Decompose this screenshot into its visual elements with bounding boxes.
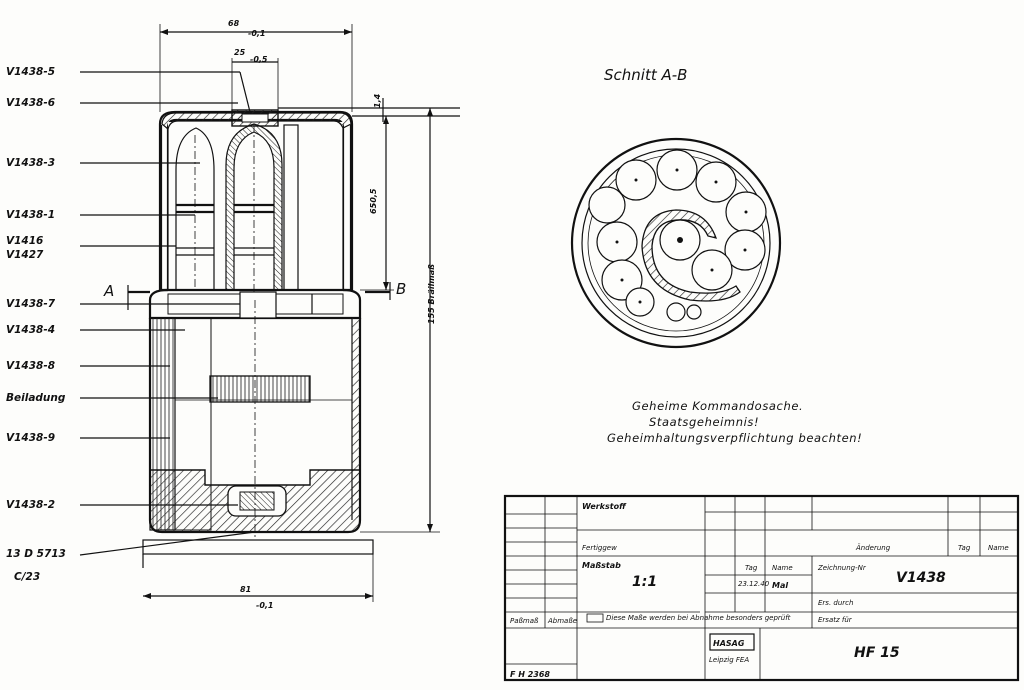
dimension-lines <box>127 24 460 602</box>
central-rod <box>283 124 299 291</box>
label-v1438-8: V1438-8 <box>6 360 55 372</box>
tb-ers-durch: Ers. durch <box>818 599 853 607</box>
projectile-left <box>175 127 215 290</box>
label-v1438-2: V1438-2 <box>6 499 55 511</box>
dim-top-width: 68 <box>228 19 240 28</box>
note-line-3: Geheimhaltungsverpflichtung beachten! <box>607 431 862 445</box>
tb-date: 23.12.40 <box>738 580 770 588</box>
label-v1438-9: V1438-9 <box>6 432 55 444</box>
dim-inner-width: 25 <box>234 48 246 57</box>
tb-fertiggew: Fertiggew <box>582 544 617 552</box>
tb-passmass: Paßmaß <box>510 617 539 625</box>
dim-bottom-width: 81 <box>240 585 251 594</box>
tb-col-name: Name <box>988 544 1009 552</box>
label-v1438-6: V1438-6 <box>6 97 55 109</box>
tb-werkstoff: Werkstoff <box>582 502 627 511</box>
label-13d-5713: 13 D 5713 <box>6 548 66 560</box>
dim-total-height: 155 Bräilmaß <box>427 264 436 324</box>
dim-bottom-tol: -0,1 <box>256 601 274 610</box>
dim-height-65: 65 <box>369 202 378 214</box>
cross-section-view <box>79 24 460 602</box>
section-mark-b: B <box>396 280 406 298</box>
tb-massstab-value: 1:1 <box>632 574 657 590</box>
tb-abmasse: Abmaße <box>547 617 577 625</box>
company-logo-frame <box>709 633 755 651</box>
beiladung-charge <box>209 375 311 403</box>
tb-zeichnung-label: Zeichnung-Nr <box>817 564 867 572</box>
title-block <box>503 494 1020 682</box>
note-line-1: Geheime Kommandosache. <box>632 399 803 413</box>
note-line-2: Staatsgeheimnis! <box>649 415 759 429</box>
dim-height-65-tol: -0,5 <box>369 188 378 206</box>
label-beiladung: Beiladung <box>6 392 66 404</box>
label-v1427: V1427 <box>6 249 44 261</box>
tb-tag: Tag <box>745 564 758 572</box>
tb-name: Name <box>772 564 793 572</box>
label-v1438-4: V1438-4 <box>6 324 55 336</box>
dim-inner-tol: -0,5 <box>250 55 268 64</box>
tb-ersatz-fuer: Ersatz für <box>818 616 853 624</box>
section-a-b-view <box>570 137 782 349</box>
label-v1438-3: V1438-3 <box>6 157 55 169</box>
label-c23: C/23 <box>14 571 40 583</box>
tb-product: HF 15 <box>854 645 900 661</box>
section-mark-a: A <box>103 282 114 300</box>
tb-company-sub: Leipzig FEA <box>709 656 749 664</box>
projectile-center <box>225 123 283 300</box>
label-v1438-1: V1438-1 <box>6 209 55 221</box>
tb-aenderung: Änderung <box>855 543 891 552</box>
tb-company: HASAG <box>713 639 745 648</box>
lower-shell <box>148 300 362 540</box>
tb-note-small: Diese Maße werden bei Abnahme besonders … <box>606 614 791 622</box>
dim-top-tol: -0,1 <box>248 29 266 38</box>
tb-signature: Mal <box>772 581 788 590</box>
dim-small: 1,4 <box>373 93 382 108</box>
label-v1438-5: V1438-5 <box>6 66 55 78</box>
tb-massstab-label: Maßstab <box>582 561 621 570</box>
label-v1438-7: V1438-7 <box>6 298 56 310</box>
label-v1416: V1416 <box>6 235 43 247</box>
tb-drawing-no: F H 2368 <box>510 670 550 679</box>
section-title: Schnitt A-B <box>604 66 687 84</box>
tb-col-tag: Tag <box>958 544 971 552</box>
tb-zeichnung-value: V1438 <box>896 570 946 586</box>
